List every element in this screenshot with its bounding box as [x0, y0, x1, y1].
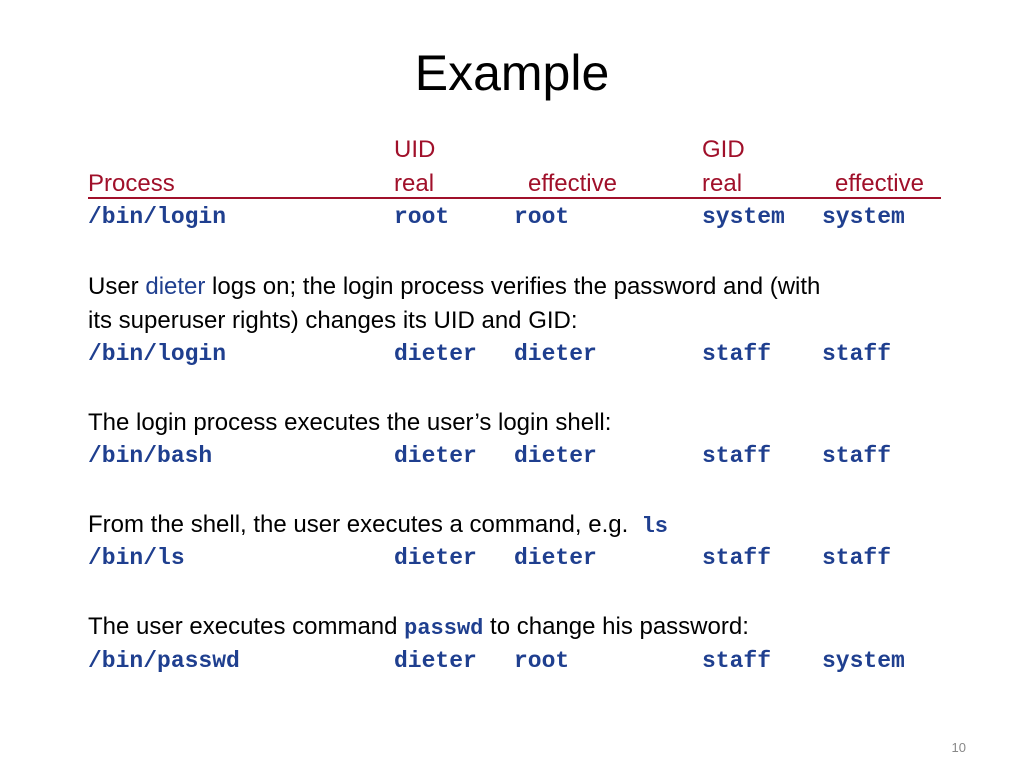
command-passwd: passwd	[404, 616, 484, 641]
row-process: /bin/login	[88, 204, 227, 230]
uid-header: UID	[394, 136, 436, 163]
process-header: Process	[88, 170, 175, 197]
paragraph-logon-line2: its superuser rights) changes its UID an…	[88, 307, 578, 334]
row-uid-effective: dieter	[514, 545, 597, 571]
slide-title: Example	[414, 45, 610, 101]
row-uid-real: dieter	[394, 545, 477, 571]
paragraph-logon: User dieter logs on; the login process v…	[88, 273, 821, 300]
row-gid-effective: staff	[822, 443, 892, 469]
row-process: /bin/bash	[88, 443, 213, 469]
row-uid-effective: dieter	[514, 341, 597, 367]
row-uid-real: dieter	[394, 443, 477, 469]
row-gid-effective: staff	[822, 545, 892, 571]
row-uid-effective: dieter	[514, 443, 597, 469]
row-process: /bin/passwd	[88, 648, 240, 674]
row-uid-real: root	[394, 204, 450, 230]
row-process: /bin/login	[88, 341, 227, 367]
gid-header: GID	[702, 136, 745, 163]
row-uid-effective: root	[514, 204, 570, 230]
uid-effective-header: effective	[528, 170, 617, 197]
row-process: /bin/ls	[88, 545, 185, 571]
row-uid-real: dieter	[394, 341, 477, 367]
row-gid-effective: staff	[822, 341, 892, 367]
uid-real-header: real	[394, 170, 435, 197]
row-gid-real: staff	[702, 341, 772, 367]
row-gid-real: staff	[702, 545, 772, 571]
command-ls: ls	[641, 514, 669, 539]
row-gid-real: staff	[702, 648, 772, 674]
row-gid-effective: system	[822, 204, 905, 230]
row-uid-effective: root	[514, 648, 570, 674]
page-number: 10	[951, 740, 966, 755]
gid-effective-header: effective	[835, 170, 924, 197]
row-uid-real: dieter	[394, 648, 477, 674]
row-gid-real: system	[702, 204, 785, 230]
gid-real-header: real	[702, 170, 743, 197]
paragraph-passwd: The user executes command passwd to chan…	[88, 613, 749, 641]
user-name: dieter	[145, 273, 206, 300]
paragraph-command: From the shell, the user executes a comm…	[88, 511, 669, 539]
paragraph-shell: The login process executes the user’s lo…	[88, 409, 612, 436]
row-gid-real: staff	[702, 443, 772, 469]
row-gid-effective: system	[822, 648, 905, 674]
header-rule	[88, 197, 941, 199]
